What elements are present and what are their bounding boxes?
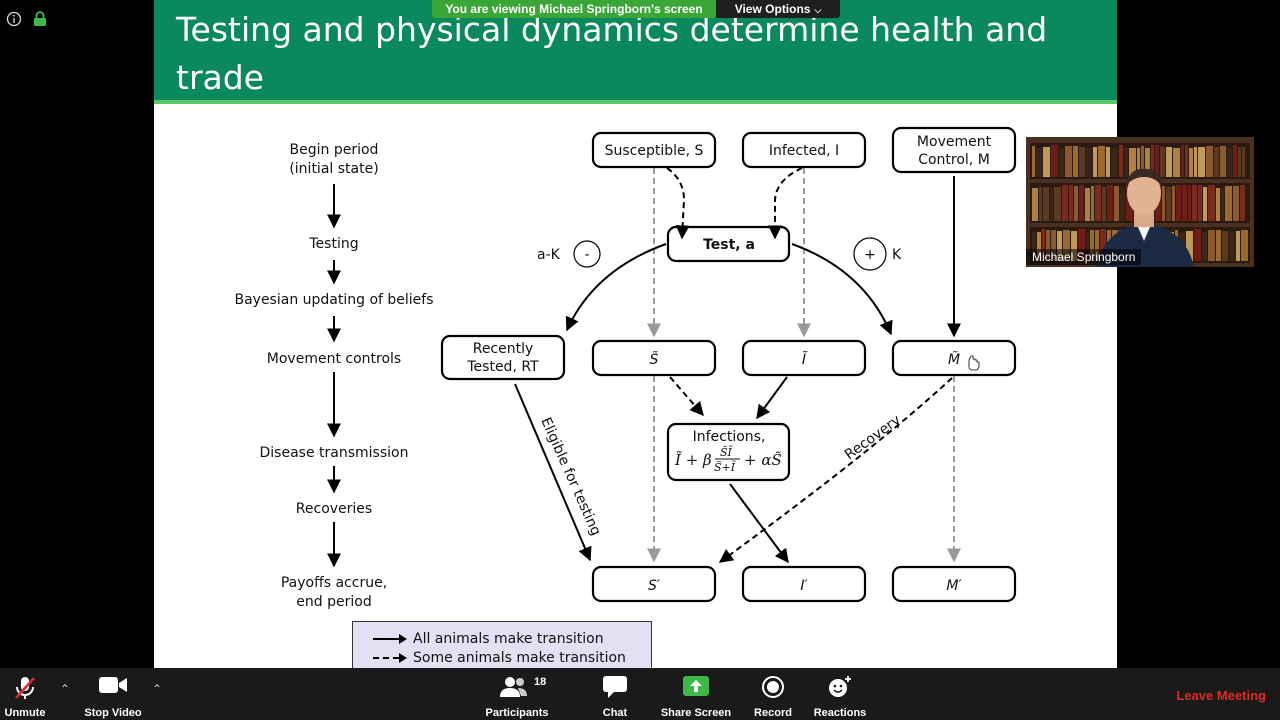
label-i-tilde: Ĩ	[802, 351, 808, 368]
participant-name-label: Michael Springborn	[1026, 249, 1142, 265]
share-screen-label: Share Screen	[660, 707, 732, 719]
label-m-tilde: M̃	[948, 351, 960, 368]
step-end-period: end period	[296, 594, 371, 610]
audio-options-caret-icon[interactable]: ⌃	[60, 682, 71, 696]
legend-dashed: Some animals make transition	[373, 650, 626, 666]
label-movement-control-2: Control, M	[918, 152, 990, 168]
label-k: K	[892, 247, 902, 263]
screen-share-banner: You are viewing Michael Springborn's scr…	[432, 0, 716, 18]
node-infections	[666, 422, 791, 482]
reactions-label: Reactions	[813, 707, 867, 719]
step-bayesian-updating: Bayesian updating of beliefs	[234, 292, 433, 308]
reactions-smiley-icon	[828, 676, 852, 701]
plus-circle	[853, 237, 887, 271]
node-recently-tested	[440, 334, 566, 381]
node-s-tilde	[591, 339, 717, 377]
participants-icon	[500, 676, 528, 701]
label-s-tilde: S̃	[650, 351, 659, 368]
view-options-label: View Options	[734, 2, 811, 16]
label-i-prime: I′	[800, 578, 808, 594]
node-s-prime	[591, 565, 717, 603]
participants-count: 18	[534, 676, 547, 688]
info-icon[interactable]	[6, 11, 22, 32]
node-m-tilde	[891, 339, 1017, 377]
label-eligible-for-testing: Eligible for testing	[537, 415, 603, 538]
share-screen-button[interactable]: Share Screen	[658, 668, 734, 720]
label-a-minus-k: a-K	[537, 247, 561, 263]
infections-formula: Ĩ + β S̃Ĩ S̃+Ĩ + αS̃	[674, 445, 782, 474]
node-i-prime	[741, 565, 867, 603]
svg-text:S̃Ĩ: S̃Ĩ	[720, 445, 734, 459]
legend-solid: All animals make transition	[373, 631, 604, 647]
video-options-caret-icon[interactable]: ⌃	[152, 682, 163, 696]
unmute-button[interactable]: Unmute	[0, 668, 50, 720]
record-label: Record	[754, 707, 792, 719]
svg-text:Ĩ + β: Ĩ + β	[674, 451, 712, 469]
label-infected: Infected, I	[769, 143, 839, 159]
step-disease-transmission: Disease transmission	[260, 445, 409, 461]
step-payoffs-accrue: Payoffs accrue,	[281, 575, 387, 591]
video-feed	[1026, 137, 1254, 267]
meeting-toolbar: Unmute ⌃ Stop Video ⌃ 18 Participants Ch…	[0, 668, 1280, 720]
svg-text:S̃+Ĩ: S̃+Ĩ	[714, 460, 737, 474]
dashed-arrow-icon	[373, 653, 407, 663]
record-button[interactable]: Record	[748, 668, 798, 720]
share-screen-icon	[683, 676, 709, 699]
minus-circle	[573, 240, 601, 268]
microphone-muted-icon	[14, 676, 36, 703]
chat-bubble-icon	[603, 676, 627, 701]
label-test: Test, a	[703, 237, 755, 253]
step-initial-state: (initial state)	[289, 161, 378, 177]
label-susceptible: Susceptible, S	[605, 143, 704, 159]
node-m-prime	[891, 565, 1017, 603]
record-icon	[762, 676, 784, 701]
label-recently-tested-2: Tested, RT	[466, 359, 539, 375]
label-minus: -	[584, 247, 589, 263]
step-movement-controls: Movement controls	[267, 351, 401, 367]
svg-text:+ αS̃: + αS̃	[744, 451, 782, 469]
label-movement-control-1: Movement	[917, 134, 992, 150]
label-infections-title: Infections,	[693, 429, 766, 445]
reactions-button[interactable]: Reactions	[810, 668, 870, 720]
view-options-button[interactable]: View Options⌵	[716, 0, 840, 18]
video-camera-icon	[99, 676, 127, 697]
unmute-label: Unmute	[4, 707, 46, 719]
label-recently-tested-1: Recently	[473, 341, 534, 357]
label-plus: +	[864, 247, 876, 263]
flow-diagram: Begin period (initial state) Testing Bay…	[234, 126, 1017, 610]
node-i-tilde	[741, 339, 867, 377]
legend: All animals make transition Some animals…	[352, 621, 652, 668]
chat-button[interactable]: Chat	[590, 668, 640, 720]
step-testing: Testing	[308, 236, 358, 252]
legend-dashed-label: Some animals make transition	[413, 650, 626, 666]
leave-meeting-button[interactable]: Leave Meeting	[1176, 688, 1266, 703]
stop-video-button[interactable]: Stop Video	[80, 668, 146, 720]
solid-arrow-icon	[373, 634, 407, 644]
node-infected	[741, 131, 867, 169]
label-m-prime: M′	[946, 578, 962, 594]
node-test	[666, 225, 791, 263]
lock-icon[interactable]	[33, 11, 47, 32]
participants-button[interactable]: 18 Participants	[482, 668, 552, 720]
participant-video-tile[interactable]: Michael Springborn	[1026, 137, 1254, 267]
step-begin-period: Begin period	[290, 142, 379, 158]
label-s-prime: S′	[648, 578, 661, 594]
stop-video-label: Stop Video	[84, 707, 142, 719]
legend-solid-label: All animals make transition	[413, 631, 604, 647]
node-movement-control	[891, 126, 1017, 174]
node-susceptible	[591, 131, 717, 169]
chevron-down-icon: ⌵	[814, 5, 822, 15]
step-recoveries: Recoveries	[296, 501, 372, 517]
label-recovery: Recovery	[842, 412, 904, 463]
shared-slide: Testing and physical dynamics determine …	[154, 0, 1117, 668]
cursor-hand-icon	[968, 355, 980, 371]
chat-label: Chat	[602, 707, 628, 719]
participants-label: Participants	[485, 707, 549, 719]
